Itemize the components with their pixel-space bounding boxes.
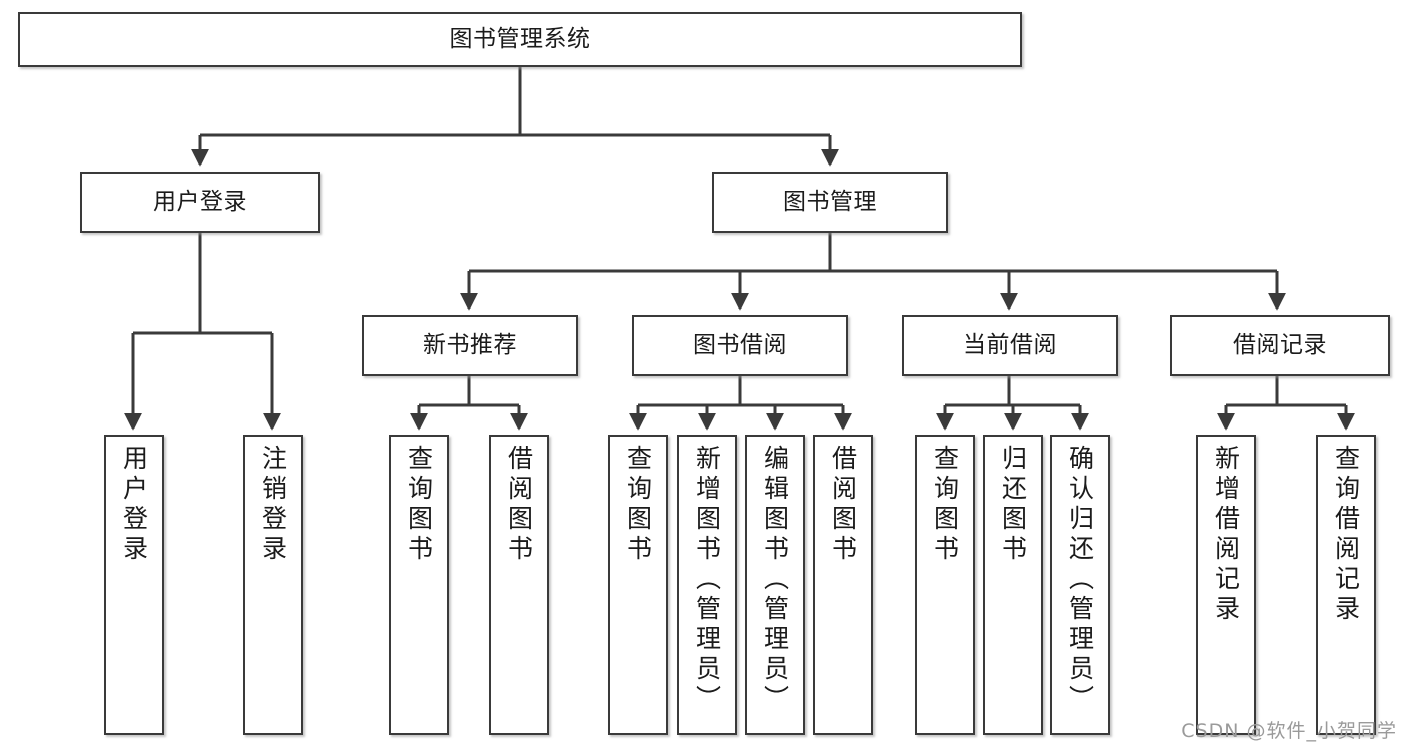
leaf-book-borrow-2-label: 新增图书（管理员）: [692, 445, 722, 715]
leaf-borrow-record-2[interactable]: 查询借阅记录: [1316, 435, 1376, 735]
leaf-book-borrow-1-label: 查询图书: [623, 445, 653, 565]
leaf-book-borrow-4-label: 借阅图书: [828, 445, 858, 565]
leaf-new-book-2[interactable]: 借阅图书: [489, 435, 549, 735]
leaf-user-login-2-label: 注销登录: [258, 445, 288, 565]
node-new-book-recommend-label: 新书推荐: [423, 332, 517, 359]
leaf-new-book-2-label: 借阅图书: [504, 445, 534, 565]
leaf-current-borrow-3-label: 确认归还（管理员）: [1065, 445, 1095, 715]
node-book-borrow-label: 图书借阅: [693, 332, 787, 359]
node-root[interactable]: 图书管理系统: [18, 12, 1022, 67]
node-root-label: 图书管理系统: [449, 26, 591, 53]
leaf-current-borrow-2-label: 归还图书: [998, 445, 1028, 565]
node-borrow-record[interactable]: 借阅记录: [1170, 315, 1390, 376]
node-book-manage[interactable]: 图书管理: [712, 172, 948, 233]
node-user-login[interactable]: 用户登录: [80, 172, 320, 233]
leaf-current-borrow-1[interactable]: 查询图书: [915, 435, 975, 735]
leaf-borrow-record-2-label: 查询借阅记录: [1331, 445, 1361, 625]
watermark: CSDN @软件_小贺同学: [1181, 720, 1397, 742]
node-user-login-label: 用户登录: [153, 189, 247, 216]
leaf-current-borrow-2[interactable]: 归还图书: [983, 435, 1043, 735]
node-borrow-record-label: 借阅记录: [1233, 332, 1327, 359]
leaf-current-borrow-3[interactable]: 确认归还（管理员）: [1050, 435, 1110, 735]
leaf-book-borrow-3[interactable]: 编辑图书（管理员）: [745, 435, 805, 735]
leaf-user-login-2[interactable]: 注销登录: [243, 435, 303, 735]
leaf-book-borrow-2[interactable]: 新增图书（管理员）: [677, 435, 737, 735]
leaf-current-borrow-1-label: 查询图书: [930, 445, 960, 565]
node-book-borrow[interactable]: 图书借阅: [632, 315, 848, 376]
leaf-book-borrow-3-label: 编辑图书（管理员）: [760, 445, 790, 715]
leaf-new-book-1-label: 查询图书: [404, 445, 434, 565]
leaf-borrow-record-1[interactable]: 新增借阅记录: [1196, 435, 1256, 735]
leaf-book-borrow-1[interactable]: 查询图书: [608, 435, 668, 735]
leaf-user-login-1-label: 用户登录: [119, 445, 149, 565]
node-current-borrow[interactable]: 当前借阅: [902, 315, 1118, 376]
node-current-borrow-label: 当前借阅: [963, 332, 1057, 359]
node-new-book-recommend[interactable]: 新书推荐: [362, 315, 578, 376]
node-book-manage-label: 图书管理: [783, 189, 877, 216]
leaf-borrow-record-1-label: 新增借阅记录: [1211, 445, 1241, 625]
leaf-book-borrow-4[interactable]: 借阅图书: [813, 435, 873, 735]
leaf-user-login-1[interactable]: 用户登录: [104, 435, 164, 735]
leaf-new-book-1[interactable]: 查询图书: [389, 435, 449, 735]
